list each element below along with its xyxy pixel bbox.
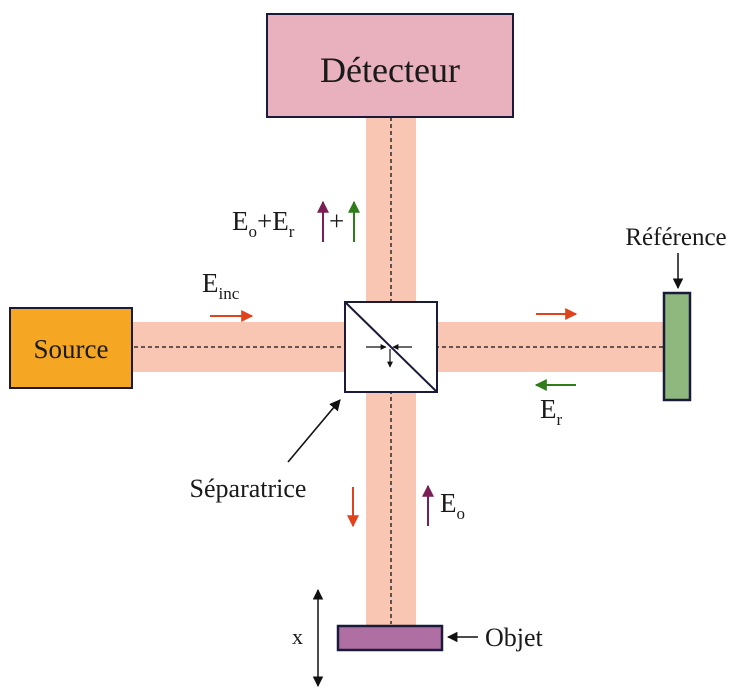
sum-plus-sign: + bbox=[329, 206, 344, 236]
objet-mirror bbox=[336, 624, 444, 652]
beam-splitter-diagonal bbox=[344, 301, 438, 393]
detector-label: Détecteur bbox=[320, 50, 460, 90]
detector-box bbox=[266, 13, 514, 118]
reference-label: Référence bbox=[625, 224, 726, 251]
object-field-label: Eo bbox=[440, 488, 465, 523]
x-axis-label: x bbox=[292, 624, 303, 649]
separatrice-pointer-arrow bbox=[287, 399, 341, 463]
objet-label: Objet bbox=[485, 623, 544, 652]
source-label: Source bbox=[34, 334, 109, 364]
sum-field-label-a: Eo+Er bbox=[232, 206, 295, 241]
source-box bbox=[9, 307, 133, 389]
reference-mirror bbox=[662, 291, 692, 402]
separatrice-label: Séparatrice bbox=[190, 474, 307, 503]
reflected-field-label: Er bbox=[540, 394, 563, 429]
incident-field-label: Einc bbox=[202, 268, 240, 303]
